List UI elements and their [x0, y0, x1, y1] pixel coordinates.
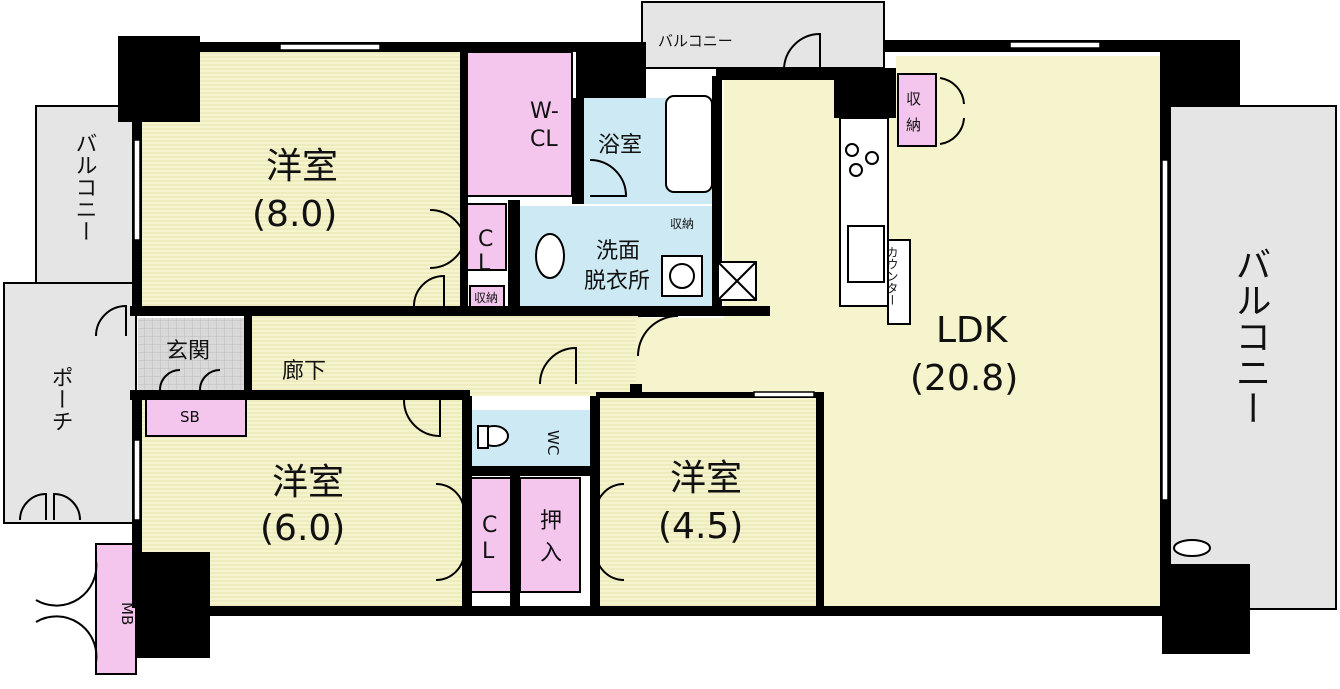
wcl-label-1: W-: [530, 99, 559, 124]
bath-label: 浴室: [598, 133, 642, 158]
oshiire-label-2: 入: [540, 541, 562, 566]
meterbox-area: [95, 543, 137, 675]
cl-upper-area: [465, 203, 507, 271]
wcl-area: [465, 51, 573, 197]
toilet-label: WC: [544, 430, 562, 455]
cl-lower-label-1: C: [482, 513, 497, 538]
cl-upper-label-1: C: [478, 227, 493, 252]
windows: [133, 41, 1169, 521]
cl-lower-label-2: L: [482, 539, 495, 564]
oshiire-label-1: 押: [540, 509, 562, 534]
balcony-top-label: バルコニー: [658, 32, 733, 50]
shoebox-label: SB: [180, 408, 200, 426]
hallway-label: 廊下: [282, 359, 326, 384]
balcony-left-label: バルコニー: [72, 132, 97, 242]
balcony-left: [35, 105, 139, 285]
washroom-label-1: 洗面: [596, 239, 640, 264]
balcony-right: [1169, 105, 1337, 610]
fixtures: [477, 95, 1211, 557]
counter-label: カウンター: [885, 246, 899, 306]
storage-hall-label: 収納: [474, 291, 498, 305]
entrance-label: 玄関: [166, 339, 210, 364]
oshiire-area: [519, 477, 581, 593]
storage-ldk-label-1: 収: [906, 90, 921, 108]
storage-bath-label: 収納: [670, 217, 694, 231]
room-western-45-name: 洋室: [670, 458, 742, 499]
balcony-right-label: バルコニー: [1230, 246, 1271, 426]
storage-ldk-area: [897, 73, 937, 147]
wcl-label-2: CL: [530, 127, 558, 152]
washroom-label-2: 脱衣所: [584, 269, 650, 294]
cl-upper-label-2: L: [478, 251, 491, 276]
room-western-45: [596, 398, 822, 608]
room-western-8-name: 洋室: [266, 146, 338, 187]
entrance-floor: [138, 318, 246, 394]
room-ldk-name: LDK: [936, 310, 1009, 351]
storage-ldk-label-2: 納: [906, 116, 921, 134]
counter-label-box: [887, 239, 911, 325]
room-western-6-size: (6.0): [260, 508, 345, 549]
porch-label: ポーチ: [48, 366, 73, 432]
room-western-6-name: 洋室: [272, 462, 344, 503]
porch: [3, 282, 137, 524]
ldk-floor: [596, 56, 1162, 608]
balcony-top: [641, 1, 885, 69]
meterbox-label: MB: [118, 602, 136, 625]
room-western-8-size: (8.0): [252, 194, 337, 235]
room-ldk-size: (20.8): [910, 358, 1018, 399]
room-western-45-size: (4.5): [658, 506, 743, 547]
door-swings: [19, 32, 965, 663]
